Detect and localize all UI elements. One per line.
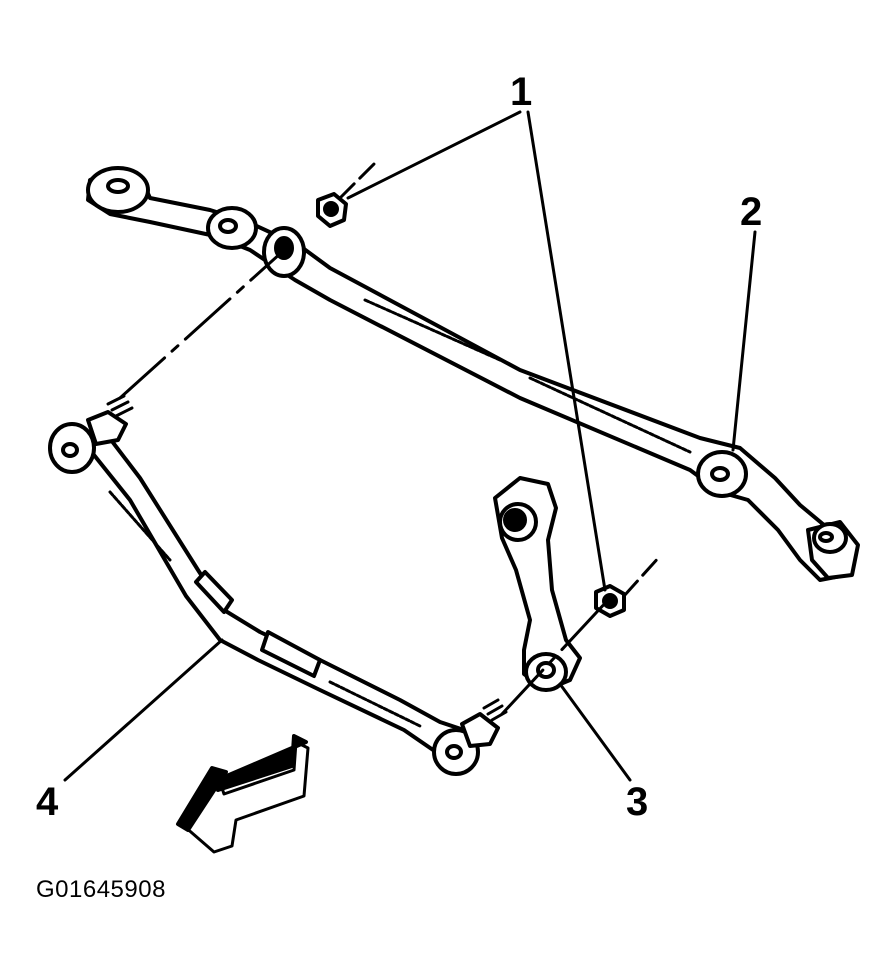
relay-rod (86, 166, 860, 582)
callout-3: 3 (626, 780, 649, 824)
leader-lines (63, 110, 757, 782)
upper-nut (316, 192, 348, 228)
callout-4: 4 (36, 780, 59, 824)
tie-rod (48, 394, 508, 776)
callout-2: 2 (740, 190, 763, 234)
figure-id: G01645908 (36, 876, 166, 903)
assembly-lines (118, 158, 662, 716)
callout-1: 1 (510, 70, 533, 114)
pitman-arm (493, 476, 582, 692)
front-direction-arrow-icon (176, 734, 310, 854)
lower-nut (594, 584, 626, 618)
